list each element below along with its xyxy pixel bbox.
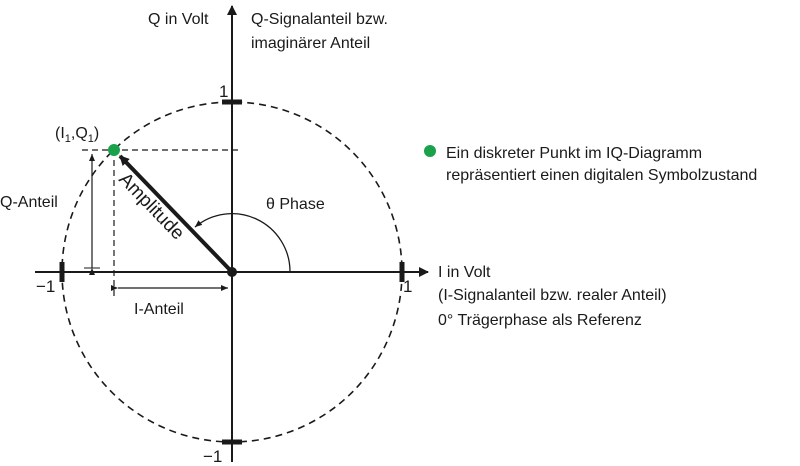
q-axis-label: Q in Volt xyxy=(148,11,209,28)
i-axis-desc-line1: (I-Signalanteil bzw. realer Anteil) xyxy=(438,287,667,304)
amplitude-vector xyxy=(118,154,234,274)
phase-arc xyxy=(194,213,291,273)
origin-dot xyxy=(227,267,237,277)
symbol-point xyxy=(108,144,120,156)
tick-label-i-minus: −1 xyxy=(36,277,55,296)
amplitude-label: Amplitude xyxy=(114,169,188,244)
tick-label-q-plus: 1 xyxy=(219,82,228,101)
legend-line2: repräsentiert einen digitalen Symbolzust… xyxy=(446,167,757,184)
legend-dot xyxy=(424,145,436,157)
tick-label-q-minus: −1 xyxy=(203,447,222,466)
tick-label-i-plus: 1 xyxy=(403,277,412,296)
q-axis-desc-line1: Q-Signalanteil bzw. xyxy=(251,11,388,28)
legend-line1: Ein diskreter Punkt im IQ-Diagramm xyxy=(446,145,702,162)
i-component-label: I-Anteil xyxy=(134,301,184,318)
point-label: (I1,Q1) xyxy=(55,125,99,145)
i-axis-label: I in Volt xyxy=(438,264,491,281)
q-component-label: Q-Anteil xyxy=(0,194,58,211)
q-axis-desc-line2: imaginärer Anteil xyxy=(251,35,370,52)
phase-label: θ Phase xyxy=(266,196,325,213)
i-axis-desc-line2: 0° Trägerphase als Referenz xyxy=(438,312,642,329)
